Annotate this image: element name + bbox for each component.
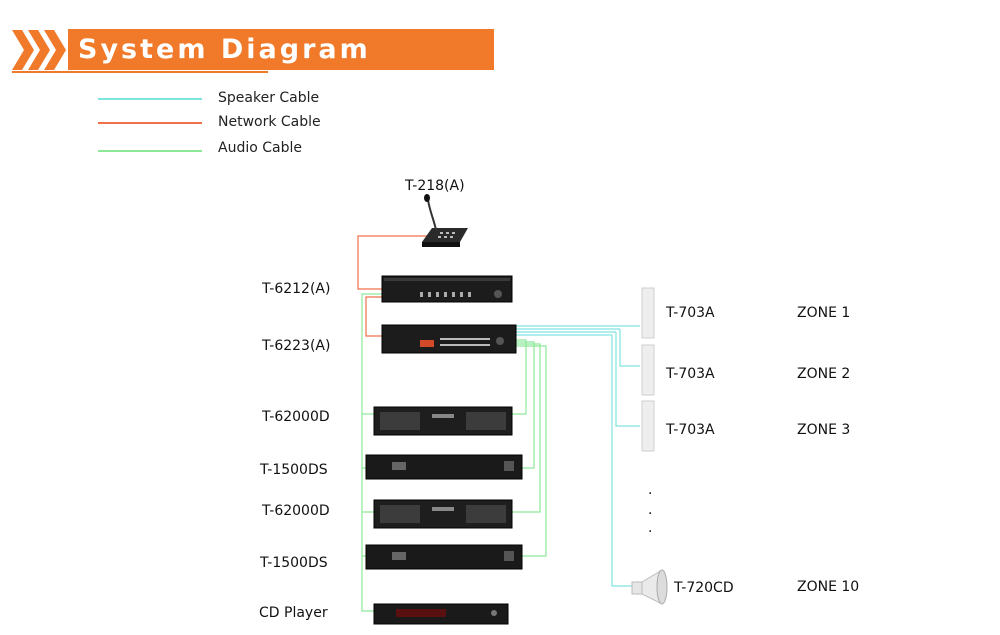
label-t1500ds-1: T-1500DS bbox=[260, 462, 328, 478]
rack-device-t6223a bbox=[381, 324, 517, 354]
legend-label-speaker: Speaker Cable bbox=[218, 90, 320, 106]
zone-label-1: ZONE 1 bbox=[797, 305, 851, 321]
speaker-cables bbox=[516, 325, 640, 587]
amplifier-t1500ds-1 bbox=[365, 454, 523, 480]
rack-device-t6212a bbox=[381, 275, 513, 303]
chevrons-icon bbox=[12, 30, 66, 70]
zone-label-4: ZONE 10 bbox=[797, 579, 860, 595]
zone-label-2: ZONE 2 bbox=[797, 366, 851, 382]
speaker-model-1: T-703A bbox=[666, 305, 715, 321]
amplifier-t62000d-2 bbox=[373, 499, 513, 529]
speaker-model-4: T-720CD bbox=[674, 580, 734, 596]
page-title: System Diagram bbox=[78, 34, 371, 65]
legend-label-network: Network Cable bbox=[218, 114, 321, 130]
cd-player-device bbox=[373, 603, 509, 625]
microphone-console-icon bbox=[422, 194, 468, 247]
legend-label-audio: Audio Cable bbox=[218, 140, 302, 156]
speaker-model-2: T-703A bbox=[666, 366, 715, 382]
amplifier-t62000d-1 bbox=[373, 406, 513, 436]
speaker-model-3: T-703A bbox=[666, 422, 715, 438]
label-t6212a: T-6212(A) bbox=[262, 281, 331, 297]
header-underline bbox=[12, 71, 268, 73]
column-speaker-icon-1 bbox=[641, 287, 655, 339]
ellipsis-dot-3: . bbox=[648, 520, 653, 536]
legend-line-speaker bbox=[98, 98, 202, 100]
ellipsis-dot-2: . bbox=[648, 502, 653, 518]
label-t62000d-1: T-62000D bbox=[262, 409, 330, 425]
label-t1500ds-2: T-1500DS bbox=[260, 555, 328, 571]
zone-label-3: ZONE 3 bbox=[797, 422, 851, 438]
column-speaker-icon-3 bbox=[641, 400, 655, 452]
audio-cables bbox=[361, 293, 547, 612]
header-bar bbox=[68, 29, 494, 70]
label-t62000d-2: T-62000D bbox=[262, 503, 330, 519]
label-t6223a: T-6223(A) bbox=[262, 338, 331, 354]
network-cables bbox=[357, 235, 428, 337]
label-mic: T-218(A) bbox=[405, 178, 465, 194]
legend-line-audio bbox=[98, 150, 202, 152]
ellipsis-dot-1: . bbox=[648, 482, 653, 498]
horn-speaker-icon bbox=[631, 569, 668, 605]
label-cd-player: CD Player bbox=[259, 605, 328, 621]
column-speaker-icon-2 bbox=[641, 344, 655, 396]
legend-line-network bbox=[98, 122, 202, 124]
amplifier-t1500ds-2 bbox=[365, 544, 523, 570]
